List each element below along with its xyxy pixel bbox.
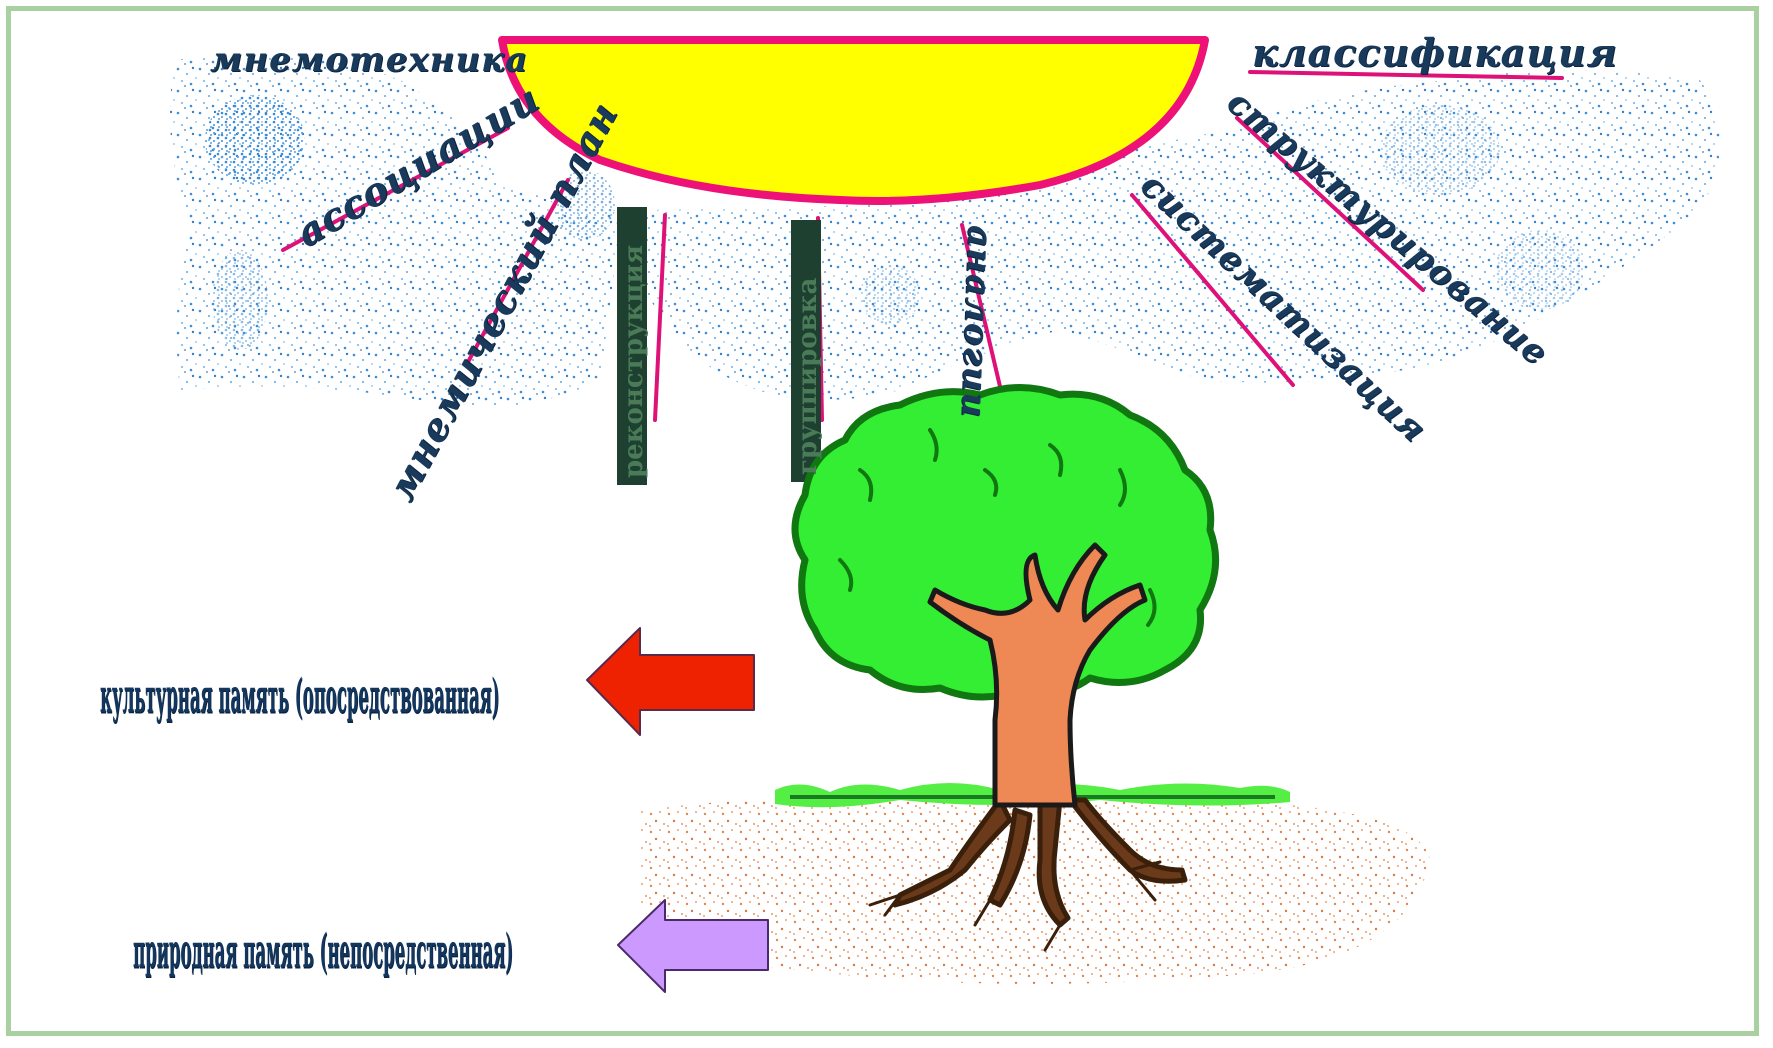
label-bar-grouping: группировка [793,278,823,475]
page-frame [6,6,1759,1036]
label-bar-reconstruction: реконструкция [619,245,649,478]
label-cultural-memory: культурная память (опосредствованная) [100,670,500,724]
label-analogies: аналогии [953,225,1000,419]
label-mnemotechnics: мнемотехника [210,40,528,80]
label-classification: классификация [1252,30,1618,75]
label-natural-memory: природная память (непосредственная) [133,925,513,979]
